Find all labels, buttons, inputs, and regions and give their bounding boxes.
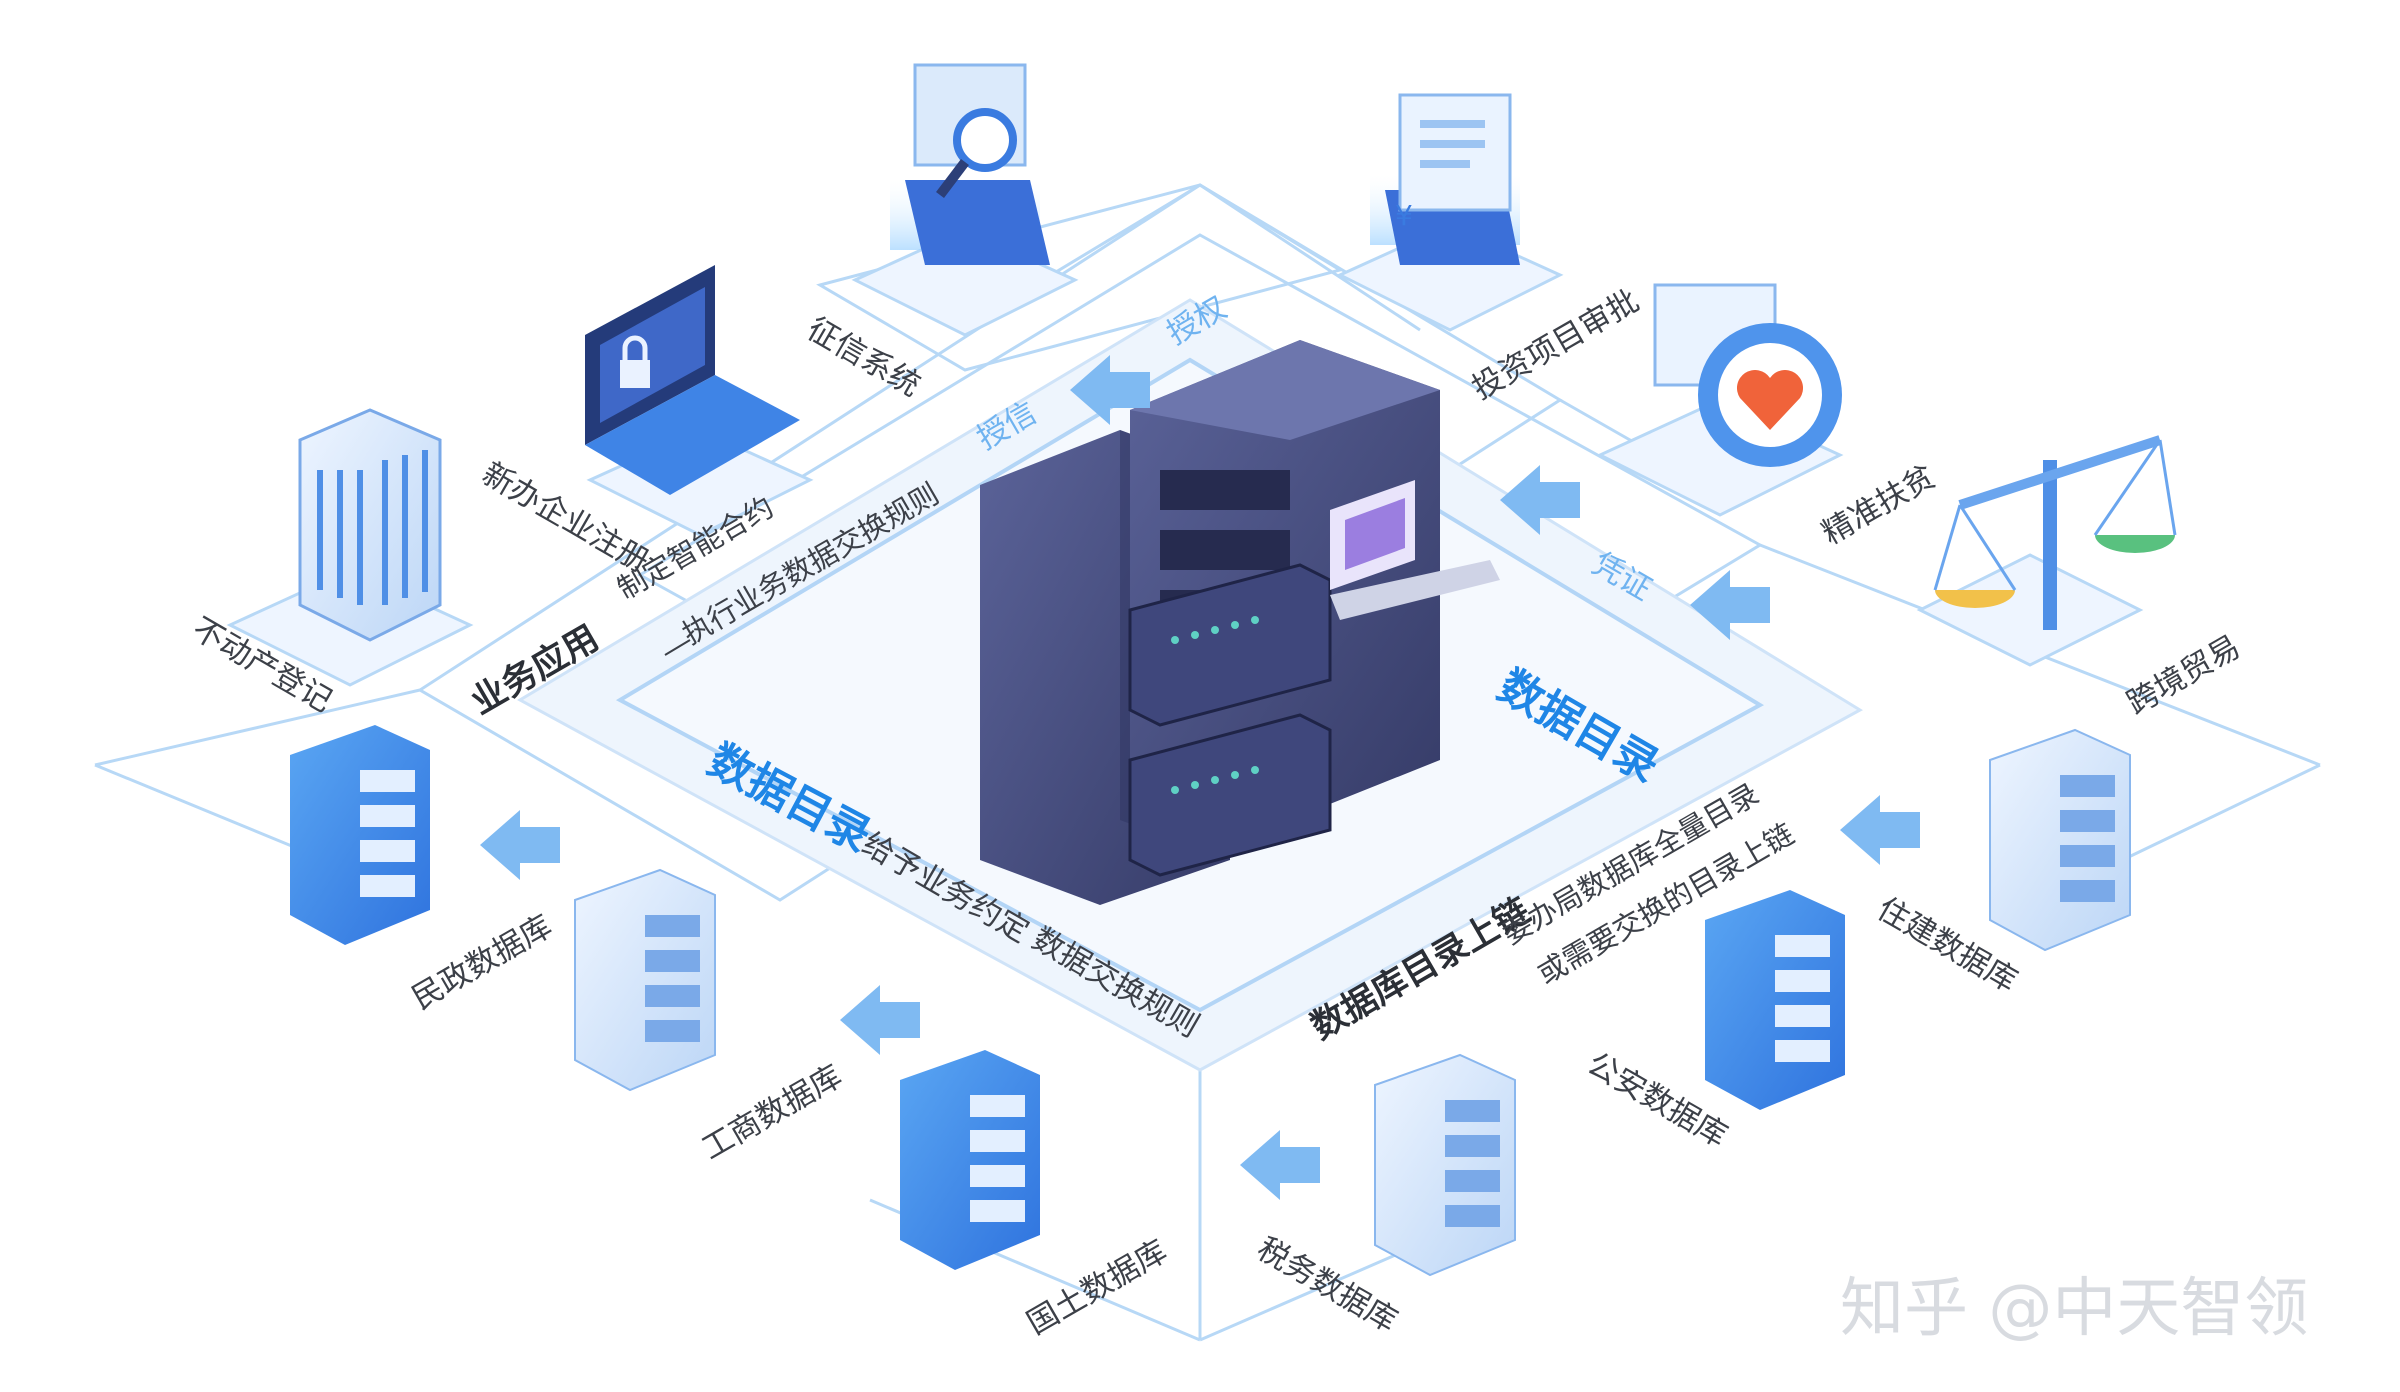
app-label-poverty-aid: 精准扶贫 [1816, 459, 1941, 552]
office-building-icon [298, 408, 442, 642]
scale-balance-icon [1933, 435, 2177, 630]
database-server-icon [290, 725, 430, 945]
database-server-icon [900, 1050, 1040, 1270]
search-monitor-icon [890, 63, 1050, 265]
database-server-icon [1705, 890, 1845, 1110]
database-server-icon [574, 868, 716, 1092]
database-server-icon [1989, 728, 2131, 952]
db-label-industry-commerce: 工商数据库 [696, 1058, 848, 1167]
heart-badge-icon [1653, 283, 1842, 467]
divider [664, 639, 691, 656]
laptop-lock-icon [585, 265, 800, 495]
watermark: 知乎 @中天智领 [1840, 1272, 2308, 1346]
central-server-rack [980, 340, 1500, 905]
db-label-civil-affairs: 民政数据库 [406, 908, 558, 1017]
database-servers [290, 725, 2131, 1277]
db-label-land: 国土数据库 [1021, 1233, 1173, 1342]
approval-document-icon: ¥ [1370, 93, 1520, 265]
app-label-cross-border-trade: 跨境贸易 [2121, 629, 2246, 722]
flow-arrows [480, 355, 1920, 1200]
svg-text:¥: ¥ [1395, 199, 1413, 232]
app-label-credit-system: 征信系统 [801, 311, 926, 404]
database-server-icon [1374, 1053, 1516, 1277]
